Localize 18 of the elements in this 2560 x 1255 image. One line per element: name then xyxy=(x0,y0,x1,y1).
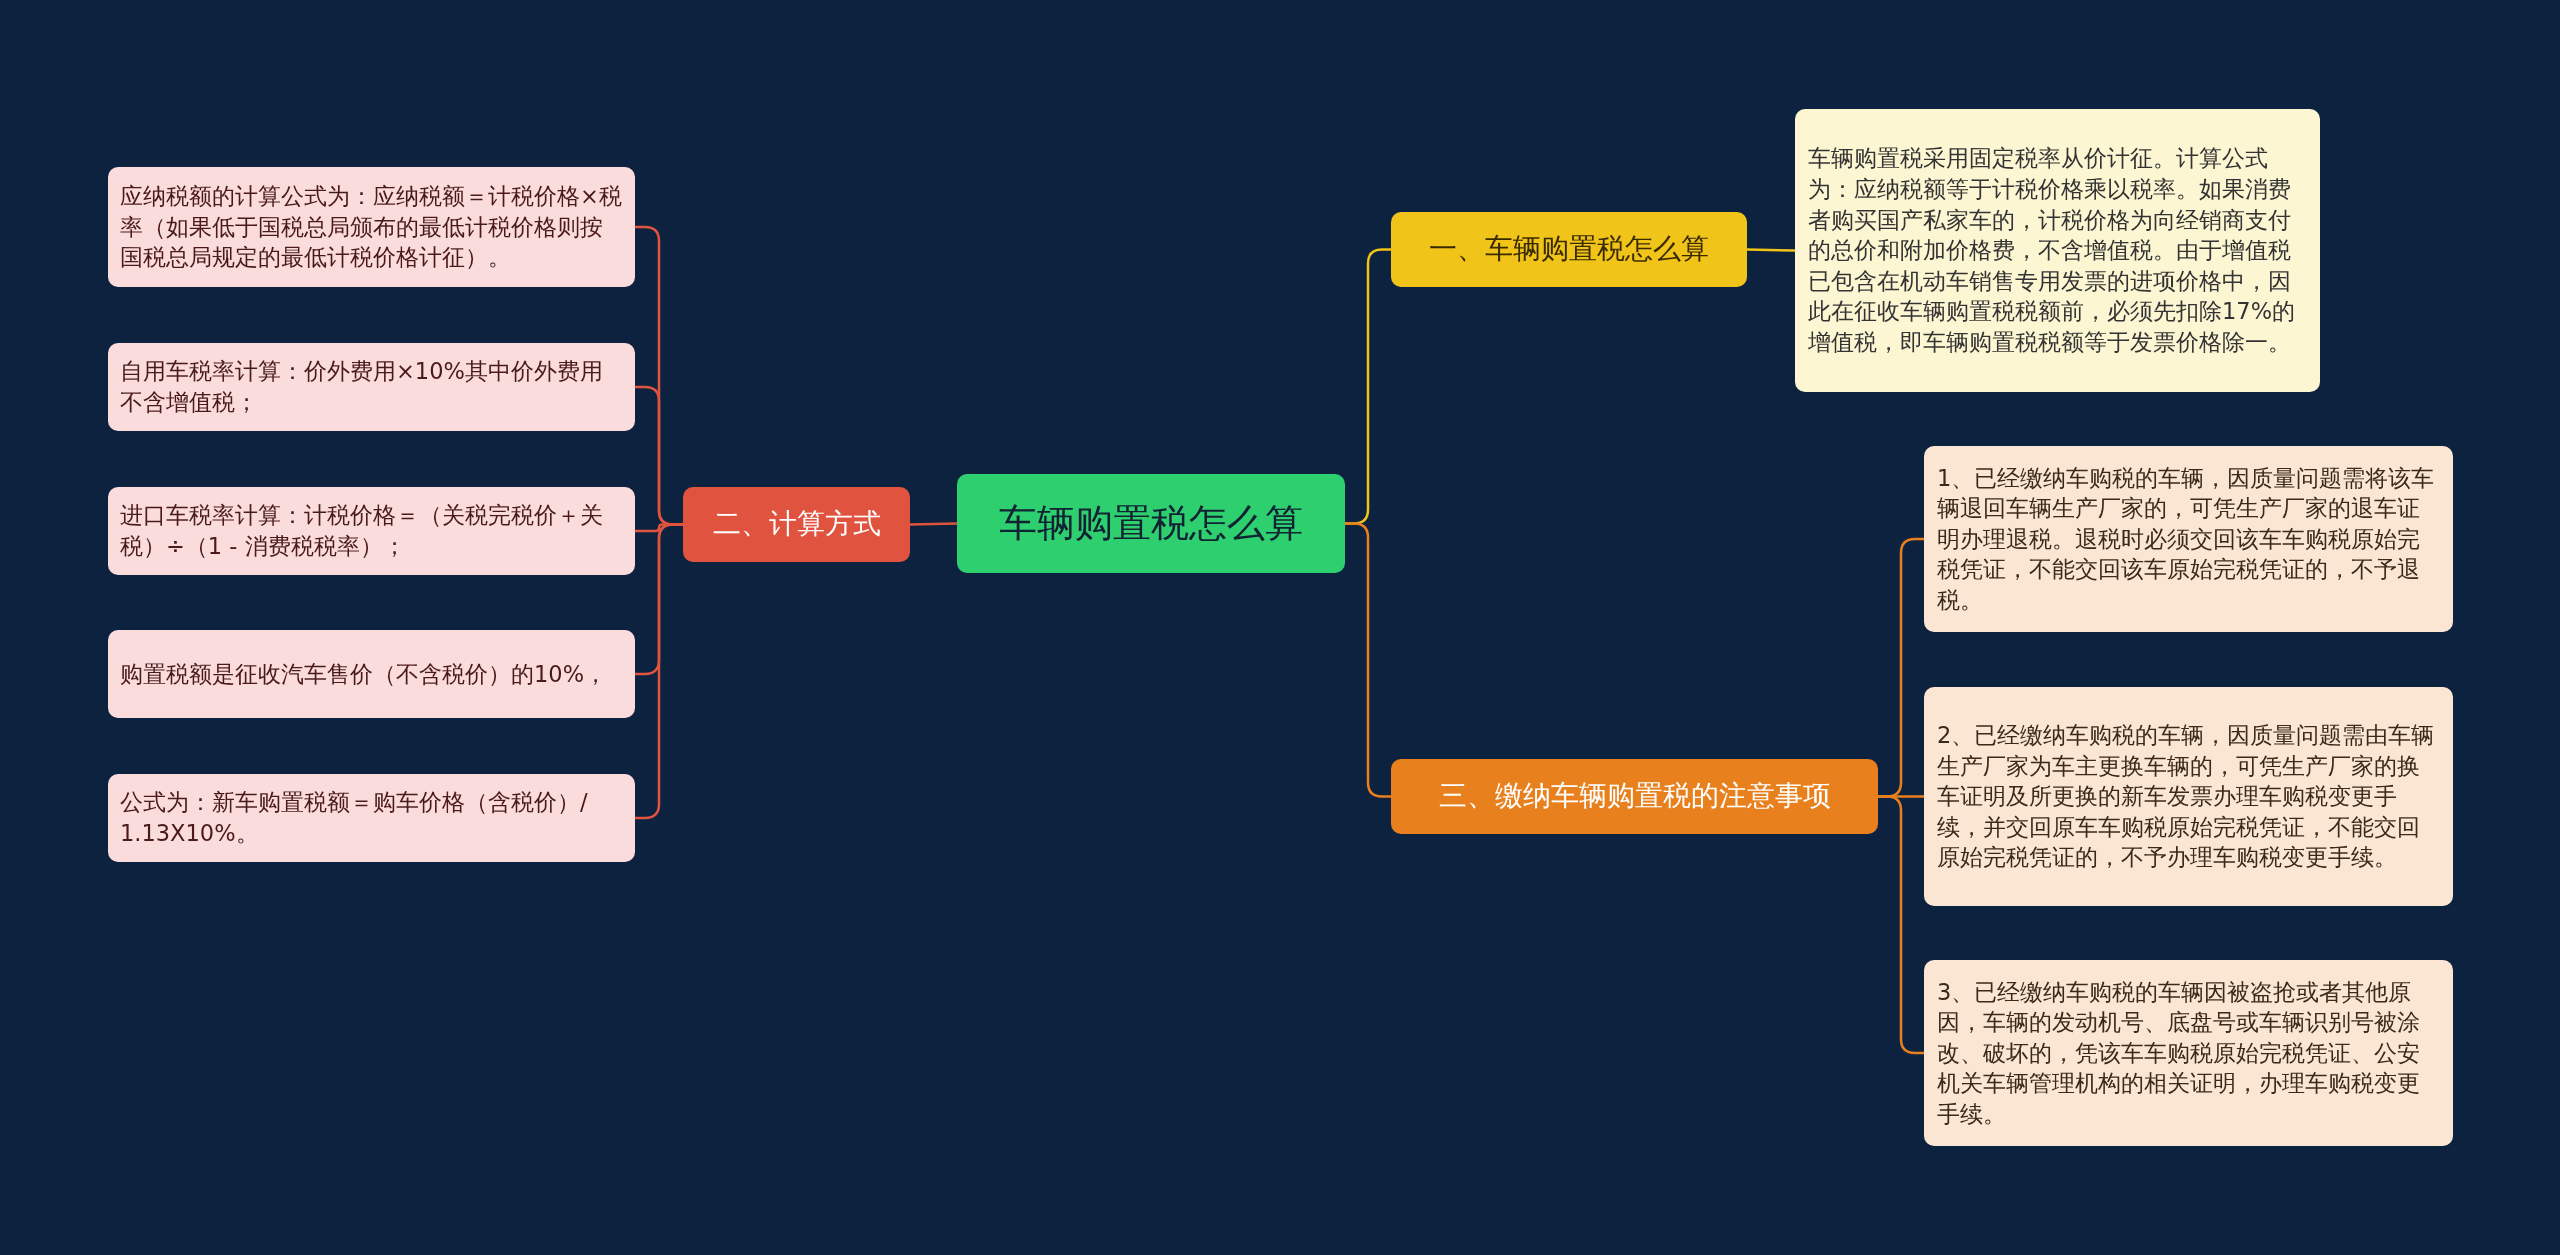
note-box: 2、已经缴纳车购税的车辆，因质量问题需由车辆生产厂家为车主更换车辆的，可凭生产厂家的换车证明及所更换的新车发票办理车购税变更手续，并交回原车车购税原始完税凭证，不能交回原始完税凭证的，不予办理车购税变更手续。 xyxy=(1924,687,2453,906)
note-box: 公式为：新车购置税额＝购车价格（含税价）/ 1.13X10%。 xyxy=(108,774,635,862)
connector-line xyxy=(1746,248,1796,252)
note-box: 购置税额是征收汽车售价（不含税价）的10%， xyxy=(108,630,635,718)
note-box: 应纳税额的计算公式为：应纳税额＝计税价格×税率（如果低于国税总局颁布的最低计税价格则按国税总局规定的最低计税价格计征）。 xyxy=(108,167,635,287)
branch-topic-box: 三、缴纳车辆购置税的注意事项 xyxy=(1391,759,1878,834)
note-box: 自用车税率计算：价外费用×10%其中价外费用不含增值税； xyxy=(108,343,635,431)
connector-line xyxy=(1878,795,1924,1055)
connector-line xyxy=(909,522,958,526)
note-box: 1、已经缴纳车购税的车辆，因质量问题需将该车辆退回车辆生产厂家的，可凭生产厂家的退车证明办理退税。退税时必须交回该车车购税原始完税凭证，不能交回该车原始完税凭证的，不予退税。 xyxy=(1924,446,2453,632)
note-box: 3、已经缴纳车购税的车辆因被盗抢或者其他原因，车辆的发动机号、底盘号或车辆识别号被涂改、破坏的，凭该车车购税原始完税凭证、公安机关车辆管理机构的相关证明，办理车购税变更手续。 xyxy=(1924,960,2453,1146)
note-box: 进口车税率计算：计税价格＝（关税完税价＋关税）÷（1 - 消费税税率）； xyxy=(108,487,635,575)
note-box: 车辆购置税采用固定税率从价计征。计算公式为：应纳税额等于计税价格乘以税率。如果消费者购买国产私家车的，计税价格为向经销商支付的总价和附加价格费，不含增值税。由于增值税已包含在机动车销售专用发票的进项价格中，因此在征收车辆购置税税额前，必须先扣除17%的增值税，即车辆购置税税额等于发票价格除一。 xyxy=(1795,109,2320,392)
branch-topic-box: 二、计算方式 xyxy=(683,487,910,562)
central-topic-box: 车辆购置税怎么算 xyxy=(957,474,1345,573)
connector-line xyxy=(1345,522,1391,798)
branch-topic-box: 一、车辆购置税怎么算 xyxy=(1391,212,1747,287)
connector-line xyxy=(635,523,683,820)
